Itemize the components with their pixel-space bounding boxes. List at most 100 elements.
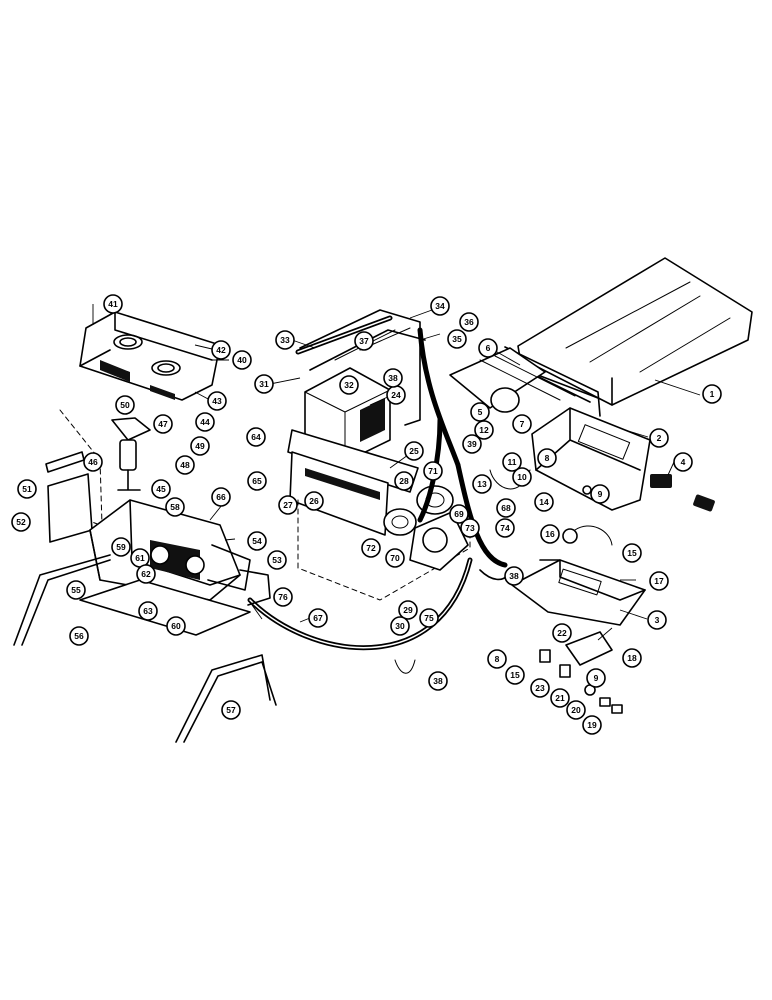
svg-text:14: 14 [539,497,549,507]
callout-38-right: 38 [504,566,524,586]
svg-text:30: 30 [395,621,405,631]
svg-text:55: 55 [71,585,81,595]
svg-text:16: 16 [545,529,555,539]
callout-15: 15 [622,543,642,563]
callout-71: 71 [423,461,443,481]
svg-text:26: 26 [309,496,319,506]
callout-34: 34 [430,296,450,316]
svg-text:38: 38 [388,373,398,383]
callout-24: 24 [386,385,406,405]
part-filter-housing [79,311,221,401]
callout-31: 31 [254,374,274,394]
callout-26: 26 [304,491,324,511]
part-side-panels [45,451,93,543]
svg-text:59: 59 [116,542,126,552]
svg-text:35: 35 [452,334,462,344]
callout-70: 70 [385,548,405,568]
callout-56: 56 [69,626,89,646]
svg-text:33: 33 [280,335,290,345]
svg-text:6: 6 [486,343,491,353]
callout-16: 16 [540,524,560,544]
svg-text:9: 9 [598,489,603,499]
svg-text:46: 46 [88,457,98,467]
callout-36: 36 [459,312,479,332]
svg-text:63: 63 [143,606,153,616]
svg-text:66: 66 [216,492,226,502]
svg-text:47: 47 [158,419,168,429]
callout-23: 23 [530,678,550,698]
part-base-plate [79,579,251,636]
part-condenser-assembly [89,499,251,601]
part-support-frames [13,554,277,743]
callout-40: 40 [232,350,252,370]
svg-text:36: 36 [464,317,474,327]
svg-text:70: 70 [390,553,400,563]
callout-25: 25 [404,441,424,461]
svg-text:15: 15 [510,670,520,680]
svg-text:61: 61 [135,553,145,563]
svg-text:39: 39 [467,439,477,449]
callout-32: 32 [339,375,359,395]
callout-66: 66 [211,487,231,507]
callout-54: 54 [247,531,267,551]
svg-text:64: 64 [251,432,261,442]
callout-33: 33 [275,330,295,350]
svg-text:50: 50 [120,400,130,410]
callout-12: 12 [474,420,494,440]
callout-37: 37 [354,331,374,351]
callout-22: 22 [552,623,572,643]
svg-text:31: 31 [259,379,269,389]
part-knob-4 [650,474,715,512]
svg-text:25: 25 [409,446,419,456]
callout-62: 62 [136,564,156,584]
callout-27: 27 [278,495,298,515]
svg-text:74: 74 [500,523,510,533]
callout-67: 67 [308,608,328,628]
svg-text:45: 45 [156,484,166,494]
part-lower-tray [511,559,646,626]
svg-text:38: 38 [433,676,443,686]
svg-text:3: 3 [655,615,660,625]
callout-13: 13 [472,474,492,494]
svg-text:43: 43 [212,396,222,406]
svg-text:56: 56 [74,631,84,641]
callout-52: 52 [11,512,31,532]
callout-58: 58 [165,497,185,517]
svg-text:65: 65 [252,476,262,486]
callout-41: 41 [103,294,123,314]
callout-19: 19 [582,715,602,735]
callout-18: 18 [622,648,642,668]
svg-text:12: 12 [479,425,489,435]
callout-8-lower: 8 [487,649,507,669]
callout-21: 21 [550,688,570,708]
part-switch-kit [489,455,623,714]
callout-29: 29 [398,600,418,620]
callout-14: 14 [534,492,554,512]
callout-1: 1 [702,384,722,404]
svg-text:44: 44 [200,417,210,427]
callout-5: 5 [470,402,490,422]
callout-2: 2 [649,428,669,448]
svg-text:8: 8 [495,654,500,664]
svg-text:38: 38 [509,571,519,581]
svg-text:11: 11 [508,457,517,467]
callout-6: 6 [478,338,498,358]
callout-10: 10 [512,467,532,487]
callout-73: 73 [460,518,480,538]
svg-text:29: 29 [403,605,413,615]
callout-63: 63 [138,601,158,621]
svg-text:40: 40 [237,355,247,365]
callout-28: 28 [394,471,414,491]
svg-text:4: 4 [681,457,686,467]
callout-76: 76 [273,587,293,607]
callout-72: 72 [361,538,381,558]
callout-4: 4 [673,452,693,472]
callout-47: 47 [153,414,173,434]
svg-text:5: 5 [478,407,483,417]
callout-49: 49 [190,436,210,456]
part-blower-motor [111,417,151,491]
svg-text:20: 20 [571,705,581,715]
svg-text:68: 68 [501,503,511,513]
callout-75: 75 [419,608,439,628]
callout-8: 8 [537,448,557,468]
